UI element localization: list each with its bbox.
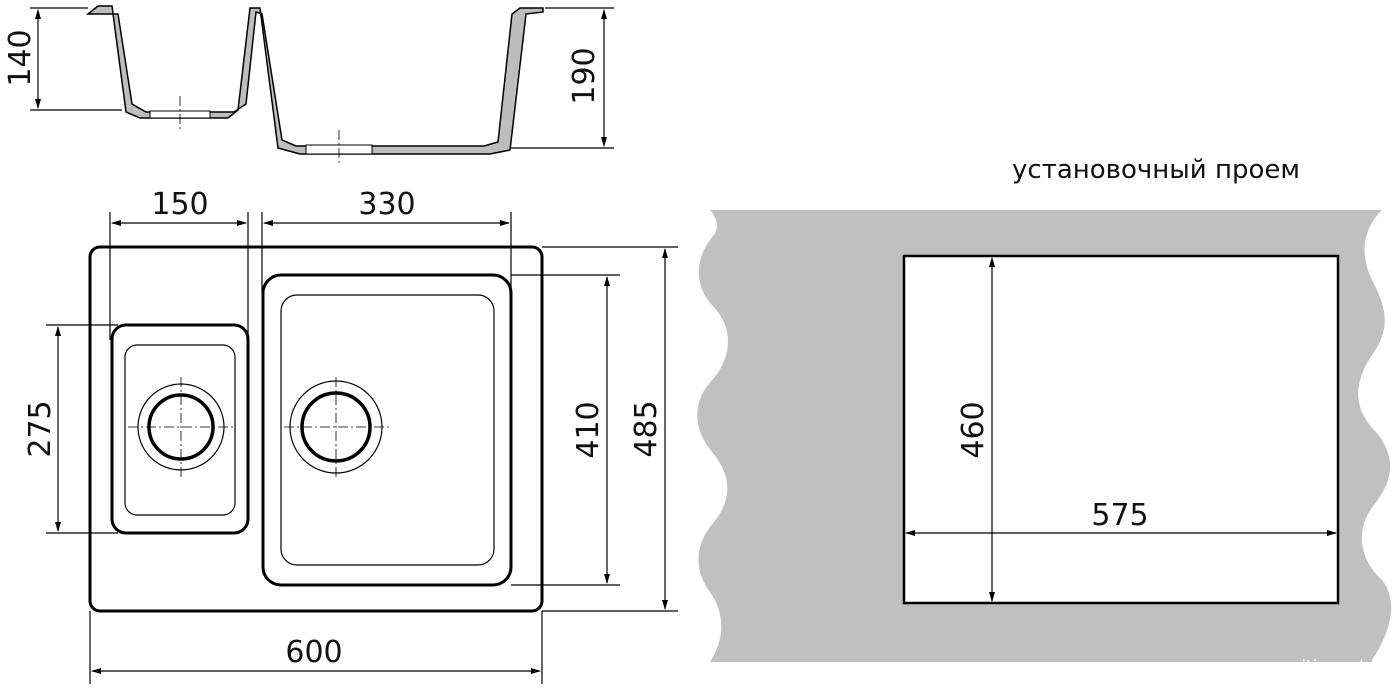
cutout-caption: установочный проем (1012, 155, 1300, 185)
dim-label-small-bowl-length: 275 (23, 400, 58, 457)
sink-section-profile (85, 5, 544, 155)
watermark: multicom.by (1274, 657, 1380, 677)
sink-outline (88, 245, 544, 613)
installation-opening (902, 254, 1340, 605)
small-bowl-inner (124, 344, 236, 516)
plan-view: 150 330 275 410 485 600 (23, 187, 678, 684)
dim-label-cutout-height: 460 (956, 401, 991, 458)
dim-label-overall-length: 485 (629, 400, 664, 457)
dim-label-small-depth: 140 (3, 29, 38, 86)
dim-label-large-depth: 190 (567, 47, 602, 104)
small-bowl-outer (110, 323, 250, 535)
side-section-view: 140 190 (3, 5, 614, 166)
cutout-view: установочный проем 460 575 multicom.by (697, 155, 1392, 677)
large-bowl-inner (280, 294, 495, 566)
dim-label-overall-width: 600 (285, 635, 342, 670)
dim-label-large-bowl-width: 330 (358, 187, 415, 222)
dim-label-small-bowl-width: 150 (151, 187, 208, 222)
dim-label-large-bowl-length: 410 (571, 401, 606, 458)
large-bowl-outer (261, 273, 513, 587)
dim-label-cutout-width: 575 (1091, 498, 1148, 533)
